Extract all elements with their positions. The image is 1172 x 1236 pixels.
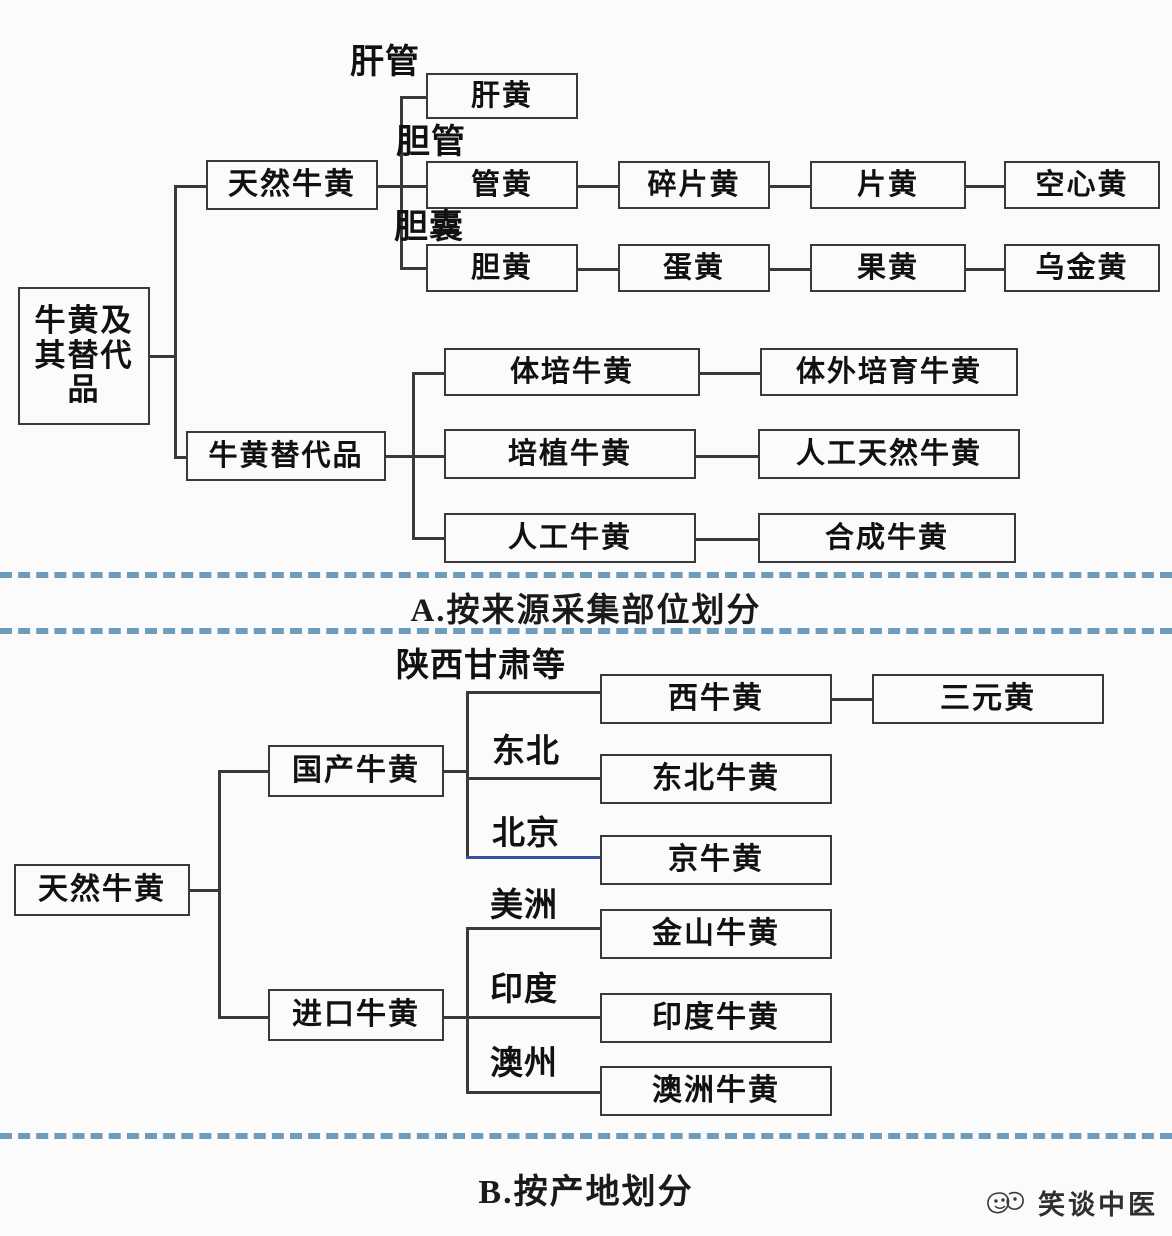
line-a-sub-row2 — [412, 455, 446, 458]
line-a-root-stem — [150, 355, 176, 358]
line-a-sub-row1 — [412, 372, 446, 375]
line-b-domestic-row2 — [466, 777, 604, 780]
box-a-danhuang-egg: 蛋黄 — [618, 244, 770, 292]
line-a-dan-to-danhuang2 — [578, 268, 620, 271]
line-a-to-substitute — [174, 456, 188, 459]
box-a-peizhi: 培植牛黄 — [444, 429, 696, 479]
line-a-peizhi-to-rengong-tianran — [696, 455, 760, 458]
line-b-import-stem — [444, 1016, 468, 1019]
divider-above-caption-b — [0, 1133, 1172, 1139]
line-b-domestic-spine — [466, 692, 469, 778]
line-b-import-row2 — [466, 1016, 604, 1019]
line-a-sub-row3 — [412, 537, 446, 540]
watermark: 笑谈中医 — [984, 1183, 1158, 1222]
box-a-substitute: 牛黄替代品 — [186, 431, 386, 481]
box-b-yindu-niuhuang: 印度牛黄 — [600, 993, 832, 1043]
divider-below-caption-a — [0, 628, 1172, 634]
line-a-natural-spine — [400, 97, 403, 269]
line-b-import-row3 — [466, 1091, 604, 1094]
box-a-pianhuang: 片黄 — [810, 161, 966, 209]
box-a-hecheng: 合成牛黄 — [758, 513, 1016, 563]
box-a-guanhuang: 管黄 — [426, 161, 578, 209]
caption-a: A.按来源采集部位划分 — [410, 593, 762, 629]
line-a-tipei-to-tiwai — [700, 372, 762, 375]
edge-label-b-aozhou: 澳州 — [490, 1046, 558, 1082]
edge-label-b-yindu: 印度 — [490, 972, 558, 1008]
box-a-rengong-tianran: 人工天然牛黄 — [758, 429, 1020, 479]
box-a-ti-pei: 体培牛黄 — [444, 348, 700, 396]
line-a-natural-row2 — [400, 185, 428, 188]
smiley-face-logo-icon — [984, 1185, 1028, 1221]
box-a-danhuang: 胆黄 — [426, 244, 578, 292]
box-a-kongxinhuang: 空心黄 — [1004, 161, 1160, 209]
box-b-root: 天然牛黄 — [14, 864, 190, 916]
line-a-egg-to-guo — [770, 268, 812, 271]
line-a-suipian-to-pian — [770, 185, 812, 188]
edge-label-b-shaanxi-gansu: 陕西甘肃等 — [396, 648, 566, 684]
box-a-tiwai-peiyu: 体外培育牛黄 — [760, 348, 1018, 396]
watermark-text: 笑谈中医 — [1038, 1190, 1158, 1220]
box-b-sanyuanhuang: 三元黄 — [872, 674, 1104, 724]
edge-label-b-dongbei: 东北 — [492, 734, 560, 770]
box-a-ganhuang: 肝黄 — [426, 73, 578, 119]
edge-label-a-danguan: 胆管 — [396, 124, 466, 161]
line-b-root-stem — [190, 889, 220, 892]
box-a-root: 牛黄及 其替代 品 — [18, 287, 150, 425]
edge-label-a-dangnang: 胆囊 — [394, 209, 464, 246]
line-a-guan-to-suipian — [578, 185, 620, 188]
edge-label-b-beijing: 北京 — [492, 816, 560, 852]
line-b-main-spine — [218, 771, 221, 1018]
edge-label-b-meizhou: 美洲 — [490, 888, 558, 924]
box-b-dongbei-niuhuang: 东北牛黄 — [600, 754, 832, 804]
caption-b: B.按产地划分 — [478, 1174, 694, 1211]
line-b-domestic-stem — [444, 770, 468, 773]
line-b-to-domestic — [218, 770, 270, 773]
box-a-natural: 天然牛黄 — [206, 160, 378, 210]
box-a-rengong: 人工牛黄 — [444, 513, 696, 563]
line-a-sub-stem — [386, 455, 414, 458]
line-a-natural-stem — [378, 185, 402, 188]
line-b-to-import — [218, 1016, 270, 1019]
box-b-domestic: 国产牛黄 — [268, 745, 444, 797]
line-a-rengong-to-hecheng — [696, 538, 760, 541]
box-b-aozhou-niuhuang: 澳洲牛黄 — [600, 1066, 832, 1116]
line-b-domestic-row1 — [466, 691, 604, 694]
divider-above-caption-a — [0, 572, 1172, 578]
box-b-jinshan-niuhuang: 金山牛黄 — [600, 909, 832, 959]
line-a-main-spine — [174, 186, 177, 458]
line-b-domestic-spine-lower — [466, 770, 469, 858]
line-a-natural-row3 — [400, 267, 428, 270]
line-b-xi-to-sanyuan — [832, 698, 874, 701]
line-b-import-row1 — [466, 927, 604, 930]
line-a-to-natural — [174, 185, 208, 188]
line-b-import-spine — [466, 928, 469, 1093]
box-b-jing-niuhuang: 京牛黄 — [600, 835, 832, 885]
line-b-domestic-row3 — [466, 856, 604, 859]
edge-label-a-ganguan: 肝管 — [350, 44, 420, 81]
box-b-import: 进口牛黄 — [268, 989, 444, 1041]
line-a-pian-to-kongxin — [966, 185, 1006, 188]
line-a-natural-row1 — [400, 96, 428, 99]
box-a-wujinhuang: 乌金黄 — [1004, 244, 1160, 292]
box-a-suipianhuang: 碎片黄 — [618, 161, 770, 209]
box-b-xi-niuhuang: 西牛黄 — [600, 674, 832, 724]
line-a-guo-to-wujin — [966, 268, 1006, 271]
box-a-guohuang: 果黄 — [810, 244, 966, 292]
